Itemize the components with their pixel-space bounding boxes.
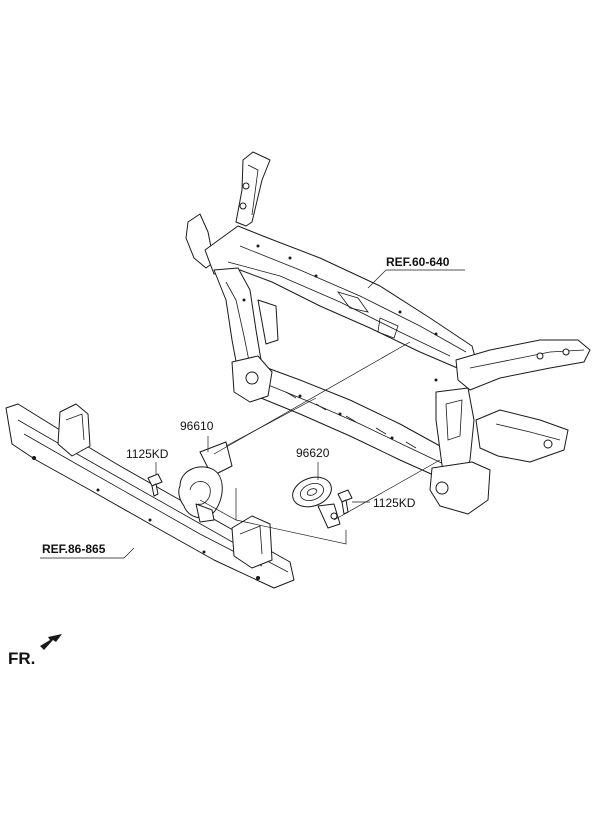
bolt-left <box>147 473 163 497</box>
bolt-right-part-number: 1125KD <box>373 496 416 510</box>
horn-high-part-number: 96610 <box>180 419 214 433</box>
horn-low-part-number: 96620 <box>296 446 330 460</box>
horn-high <box>178 441 233 523</box>
ref-bumper-label: REF.86-865 <box>42 542 106 556</box>
front-end-carrier <box>185 151 591 515</box>
bumper-beam <box>5 403 295 589</box>
ref-carrier-label: REF.60-640 <box>386 255 450 269</box>
front-direction-arrow-icon <box>40 634 62 650</box>
horn-low <box>292 476 341 529</box>
leader-lines <box>40 269 465 559</box>
bolt-right <box>337 489 353 515</box>
front-label: FR. <box>8 649 35 668</box>
bolt-left-part-number: 1125KD <box>126 447 169 461</box>
